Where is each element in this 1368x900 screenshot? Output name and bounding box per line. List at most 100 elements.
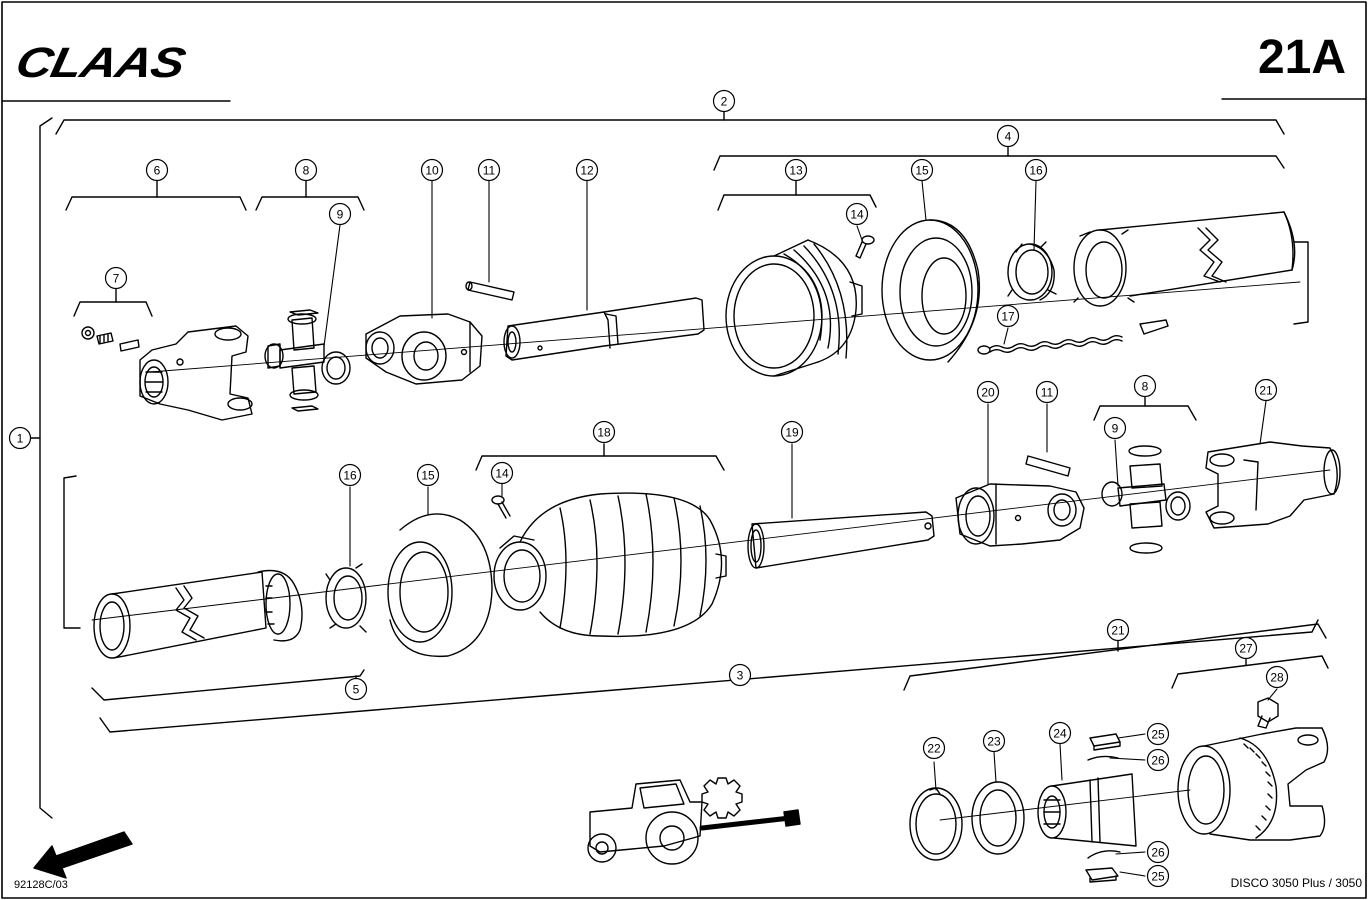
part-26-spring-lower [1087,850,1121,859]
callout-c20: 20 [976,380,1000,404]
callout-c28: 28 [1265,665,1289,689]
callout-circle [1024,158,1048,182]
callout-circle [996,124,1020,148]
part-9-cross-journal-lower [1101,445,1191,554]
part-6-yoke [139,325,253,421]
axis-lines [91,281,1331,821]
callout-circle [784,158,808,182]
callout-circle [922,736,946,760]
part-5-outer-guard-tube-lower [93,569,303,659]
part-15-guard-cone-lower [387,513,493,658]
part-23-ring [971,781,1025,855]
part-12-inner-tube [503,297,705,361]
part-15-guard-cone [881,219,981,363]
callout-number: 8 [1142,380,1149,394]
callout-c14a: 14 [845,202,869,226]
callout-circle [1254,378,1278,402]
leader-lines [323,180,1278,877]
callout-number: 4 [1005,130,1012,144]
callout-number: 2 [721,95,728,109]
callout-c14b: 14 [490,461,514,485]
callout-circle [1106,618,1130,642]
callout-c11a: 11 [477,158,501,182]
callout-c24: 24 [1048,721,1072,745]
callout-number: 7 [113,272,120,286]
callout-c4: 4 [996,124,1020,148]
part-13-outer-guard-bellows [725,239,863,377]
callout-number: 14 [495,467,509,481]
callout-circle [1048,721,1072,745]
callout-c9a: 9 [328,202,352,226]
callout-number: 13 [789,164,803,178]
callout-circle [477,158,501,182]
callout-number: 8 [303,164,310,178]
callout-c15b: 15 [416,463,440,487]
part-14-screw-lower [491,495,511,519]
callout-c22: 22 [922,736,946,760]
callout-circle [490,461,514,485]
callout-circle [1234,636,1258,660]
callout-circle [1133,374,1157,398]
callout-number: 26 [1151,754,1165,768]
callout-circle [145,158,169,182]
callout-number: 16 [1029,164,1043,178]
callout-circle [338,463,362,487]
part-27-yoke-housing [1177,727,1329,841]
part-10-inner-yoke [365,313,483,385]
callout-circle [1265,665,1289,689]
callout-c3: 3 [728,663,752,687]
callout-circle [592,420,616,444]
callout-number: 14 [850,208,864,222]
callout-number: 9 [1112,422,1119,436]
callout-number: 12 [580,164,594,178]
callout-c7: 7 [104,266,128,290]
callout-circle [575,158,599,182]
callout-number: 26 [1151,846,1165,860]
callout-number: 5 [353,683,360,697]
part-28-grease-nipple [1257,697,1279,729]
callout-number: 10 [425,164,439,178]
callout-c2: 2 [712,89,736,113]
tractor-pictogram-icon [587,777,801,865]
callout-circle [982,729,1006,753]
part-4-outer-guard-tube [1073,211,1296,307]
callout-number: 27 [1239,642,1253,656]
part-14-screw [855,235,875,259]
callout-number: 28 [1270,671,1284,685]
callout-circle [8,426,32,450]
callout-c23: 23 [982,729,1006,753]
part-11-pin-lower [1025,455,1071,477]
part-24-hub [1037,773,1137,847]
part-16-bearing-ring-lower [325,563,367,633]
callout-number: 15 [421,469,435,483]
callout-number: 16 [343,469,357,483]
callout-c11b: 11 [1035,380,1059,404]
callout-circle [996,304,1020,328]
drawing-code: 92128C/03 [14,879,68,891]
callout-c8b: 8 [1133,374,1157,398]
callout-c6: 6 [145,158,169,182]
part-22-circlip [909,787,963,861]
callout-c12: 12 [575,158,599,182]
callout-c16b: 16 [338,463,362,487]
callout-circle [1146,864,1170,888]
callout-c18: 18 [592,420,616,444]
part-25-key-lower [1085,867,1119,883]
callout-circle [1103,416,1127,440]
part-21-yoke-lower [1205,441,1341,529]
callout-number: 21 [1259,384,1273,398]
callout-number: 11 [1041,386,1054,400]
callout-number: 11 [483,164,496,178]
callout-c27: 27 [1234,636,1258,660]
callout-number: 18 [597,426,611,440]
callout-circle [780,420,804,444]
callout-number: 21 [1111,624,1125,638]
callout-circle [1146,840,1170,864]
part-9-cross-journal [264,309,351,412]
callout-number: 3 [737,669,744,683]
callout-number: 9 [337,208,344,222]
callout-number: 25 [1151,870,1165,884]
